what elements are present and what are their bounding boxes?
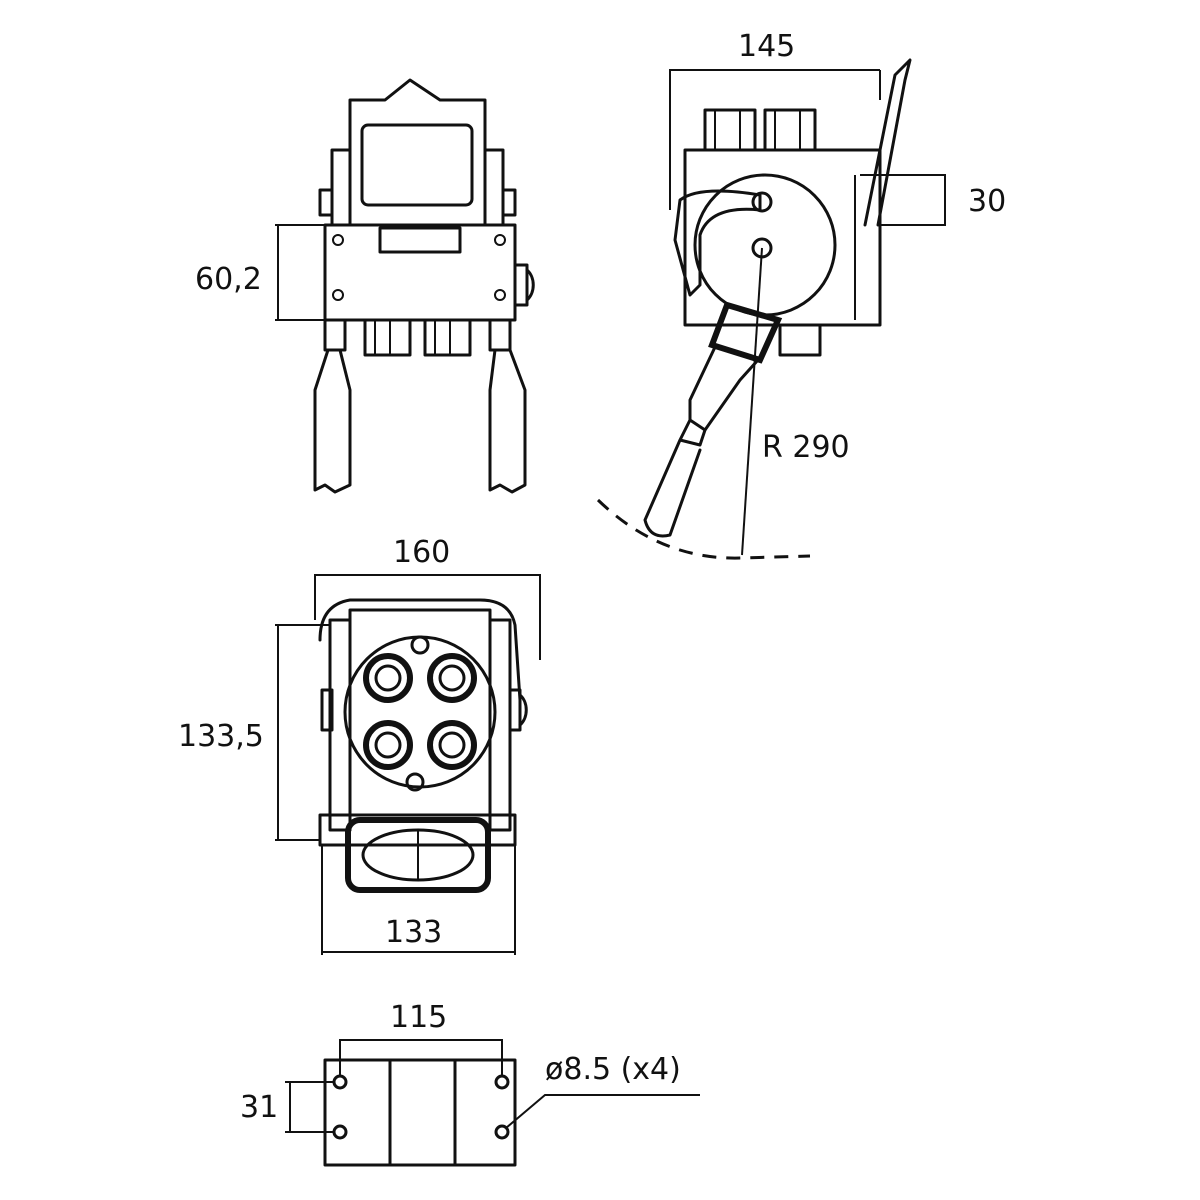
port-circles (363, 635, 477, 792)
side-width-label: 145 (738, 29, 796, 64)
base-width-label: 133 (385, 915, 443, 950)
radius-label: R 290 (762, 430, 850, 465)
side-offset-label: 30 (968, 184, 1007, 219)
hole-diameter-label: ø8.5 (x4) (545, 1052, 681, 1087)
side-view (596, 58, 946, 560)
mounting-view (285, 1039, 700, 1167)
hole-spacing-label: 115 (390, 1000, 448, 1035)
front-view (275, 78, 535, 494)
front-height-label: 60,2 (195, 262, 262, 297)
bottom-view (275, 574, 541, 955)
hole-pitch-label: 31 (240, 1090, 279, 1125)
bottom-outer-width-label: 160 (393, 535, 451, 570)
bottom-height-label: 133,5 (178, 719, 264, 754)
